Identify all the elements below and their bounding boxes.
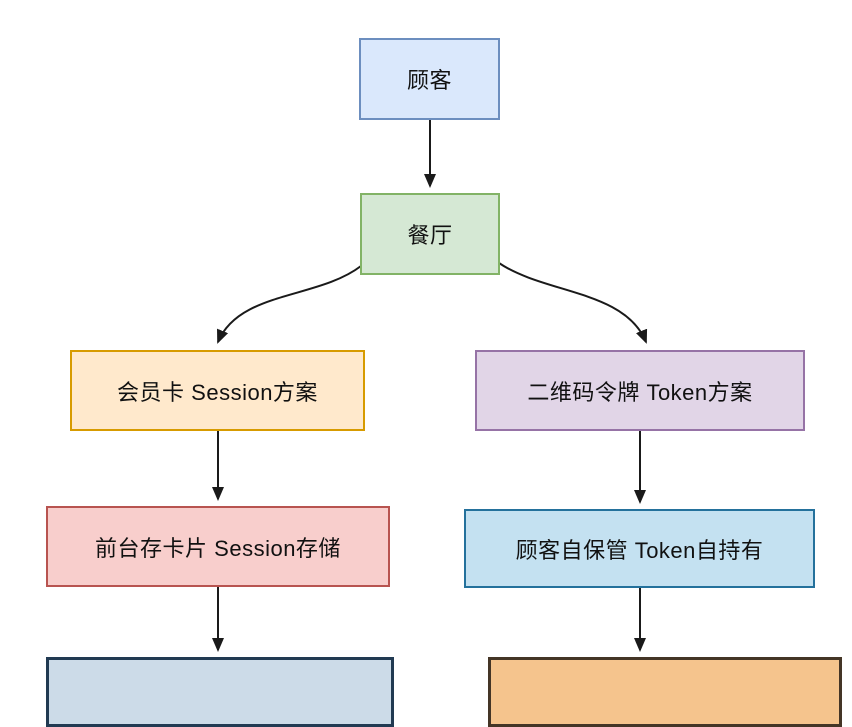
node-token-plan-label: 二维码令牌 Token方案 bbox=[527, 379, 753, 405]
node-session-plan: 会员卡 Session方案 bbox=[70, 350, 365, 431]
node-restaurant-label: 餐厅 bbox=[407, 223, 453, 248]
node-token-plan: 二维码令牌 Token方案 bbox=[475, 350, 805, 431]
node-customer-label: 顾客 bbox=[406, 68, 452, 93]
node-token-holding-label: 顾客自保管 Token自持有 bbox=[515, 537, 764, 563]
flowchart-canvas: 顾客 餐厅 会员卡 Session方案 二维码令牌 Token方案 前台存卡片 … bbox=[46, 38, 842, 727]
edge-restaurant-session bbox=[217, 265, 362, 344]
node-token-holding: 顾客自保管 Token自持有 bbox=[464, 509, 815, 588]
node-session-plan-label: 会员卡 Session方案 bbox=[117, 379, 318, 405]
node-bottom-left-partial bbox=[46, 657, 394, 727]
node-bottom-right-partial bbox=[488, 657, 842, 727]
node-session-storage-label: 前台存卡片 Session存储 bbox=[95, 535, 341, 561]
node-customer: 顾客 bbox=[359, 38, 500, 120]
edge-restaurant-token bbox=[498, 262, 648, 344]
node-session-storage: 前台存卡片 Session存储 bbox=[46, 506, 390, 587]
node-restaurant: 餐厅 bbox=[360, 193, 500, 275]
